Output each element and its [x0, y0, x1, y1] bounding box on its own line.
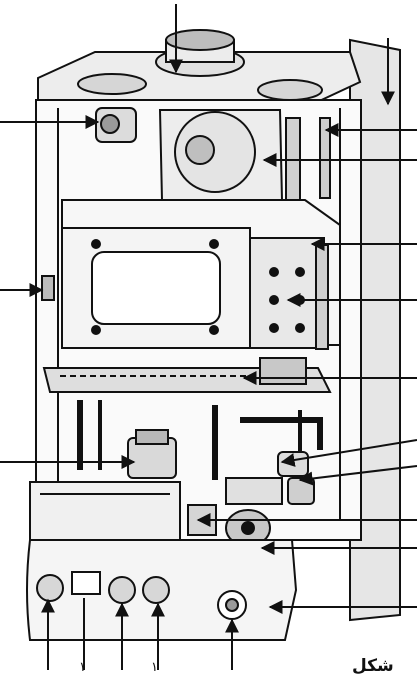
combustion-chamber — [41, 199, 341, 350]
callout-arrows — [0, 4, 417, 670]
bottom-label-1: ۱ — [79, 660, 86, 675]
callout-expansion-vessel — [298, 465, 417, 486]
control-panel — [26, 539, 298, 641]
gas-valve — [127, 429, 177, 479]
pressure-switch — [95, 107, 137, 143]
callout-safety-valve — [280, 439, 417, 467]
figure-caption: شکل — [352, 656, 394, 676]
knob-1 — [36, 574, 64, 602]
knob-2 — [108, 576, 136, 604]
knob-3 — [142, 576, 170, 604]
bottom-label-2: ۱ — [151, 660, 158, 675]
fan-assembly — [158, 109, 331, 203]
electronics-box — [29, 481, 181, 541]
burner — [42, 357, 332, 393]
